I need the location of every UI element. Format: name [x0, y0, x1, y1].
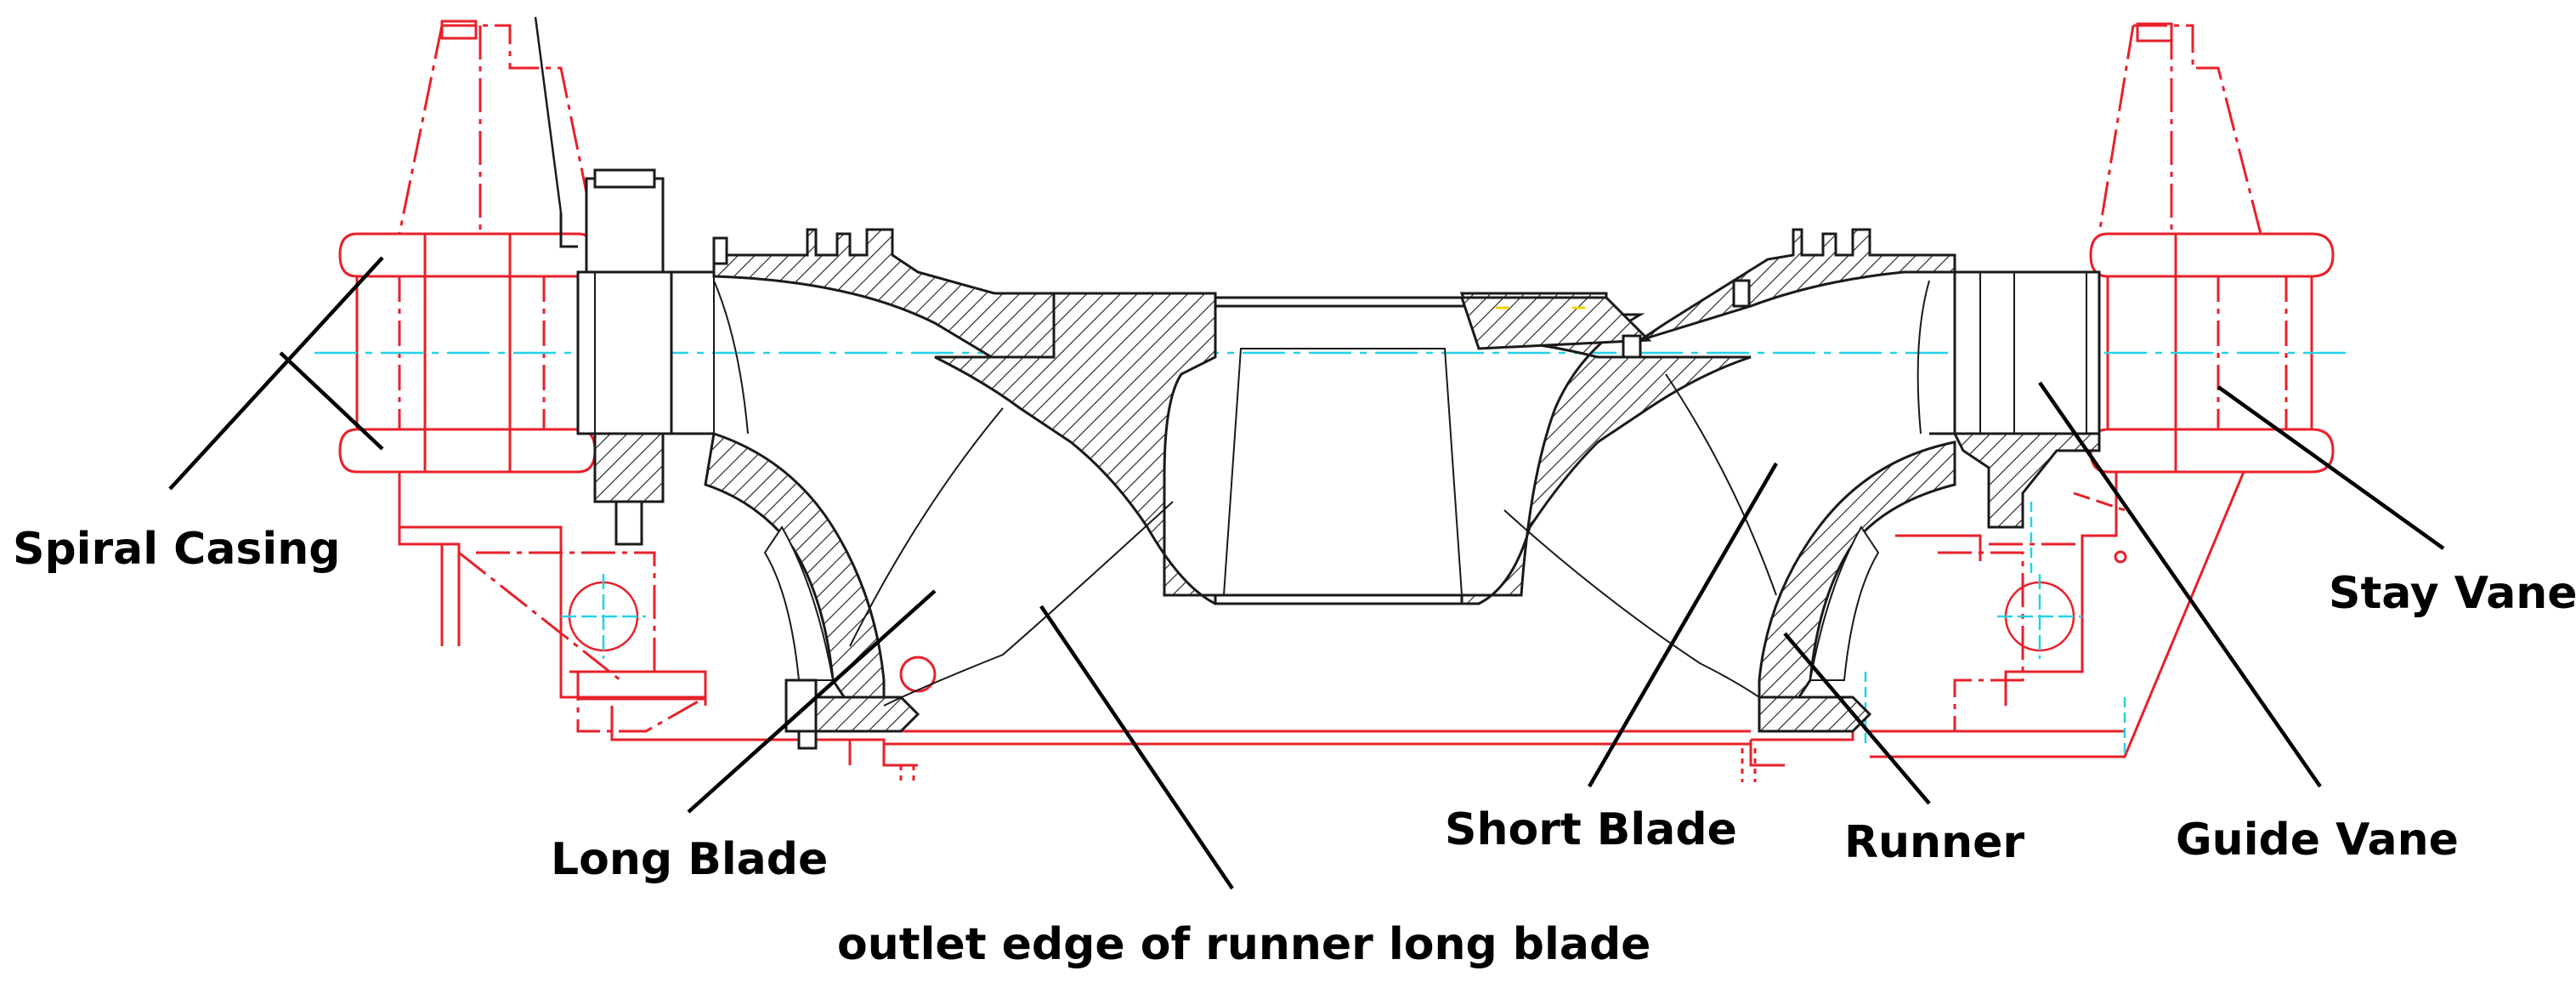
leader-lines [168, 256, 2445, 890]
label-guide-vane: Guide Vane [2176, 815, 2459, 866]
label-long-blade: Long Blade [551, 834, 829, 885]
label-spiral-casing: Spiral Casing [13, 524, 341, 575]
runner-section [534, 16, 2101, 750]
label-runner: Runner [1844, 817, 2025, 868]
label-short-blade: Short Blade [1445, 804, 1737, 855]
label-stay-vane: Stay Vane [2329, 568, 2576, 619]
label-outlet-edge: outlet edge of runner long blade [837, 919, 1651, 970]
